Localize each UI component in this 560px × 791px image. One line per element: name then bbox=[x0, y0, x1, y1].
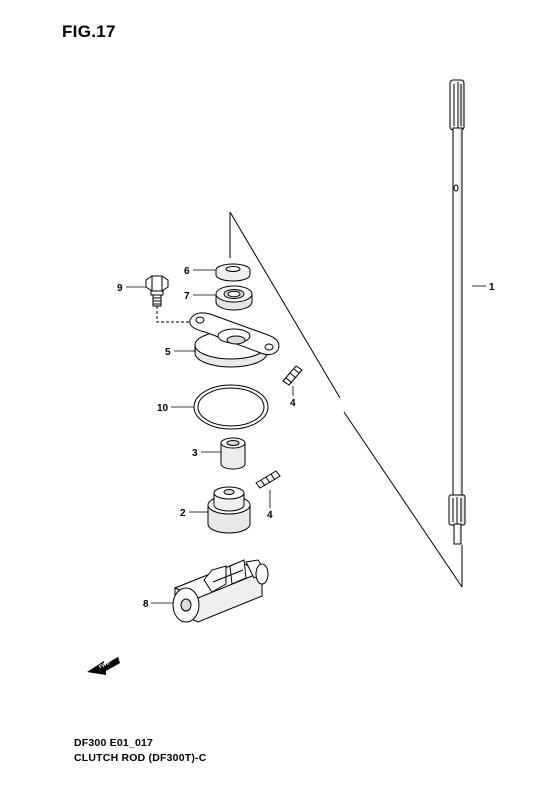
cam-follower bbox=[207, 486, 251, 534]
pin-lower bbox=[255, 470, 281, 489]
guide-housing bbox=[189, 312, 280, 368]
callout-4-lower: 4 bbox=[267, 510, 273, 521]
callout-leaders bbox=[126, 269, 486, 604]
clutch-rod-shaft bbox=[448, 79, 466, 545]
callout-2: 2 bbox=[180, 508, 186, 519]
figure-code: DF300 E01_017 bbox=[74, 737, 154, 749]
washer bbox=[215, 263, 251, 282]
o-ring bbox=[193, 384, 269, 430]
callout-3: 3 bbox=[192, 448, 198, 459]
fwd-arrow-icon: FWD bbox=[87, 657, 120, 675]
pin-upper bbox=[282, 365, 303, 386]
callout-1: 1 bbox=[489, 282, 495, 293]
bushing bbox=[220, 437, 246, 470]
clutch-slider bbox=[172, 559, 269, 623]
callout-4-upper: 4 bbox=[290, 398, 296, 409]
callout-7: 7 bbox=[184, 291, 190, 302]
callout-10: 10 bbox=[157, 403, 169, 414]
bolt bbox=[145, 275, 192, 323]
callout-9: 9 bbox=[117, 283, 123, 294]
figure-title: FIG.17 bbox=[62, 22, 116, 41]
fwd-label: FWD bbox=[98, 660, 111, 671]
callout-5: 5 bbox=[165, 347, 171, 358]
reference-lines bbox=[229, 211, 463, 588]
bearing bbox=[215, 285, 253, 311]
callout-6: 6 bbox=[184, 266, 190, 277]
callout-8: 8 bbox=[143, 599, 149, 610]
figure-caption: CLUTCH ROD (DF300T)-C bbox=[74, 752, 207, 764]
